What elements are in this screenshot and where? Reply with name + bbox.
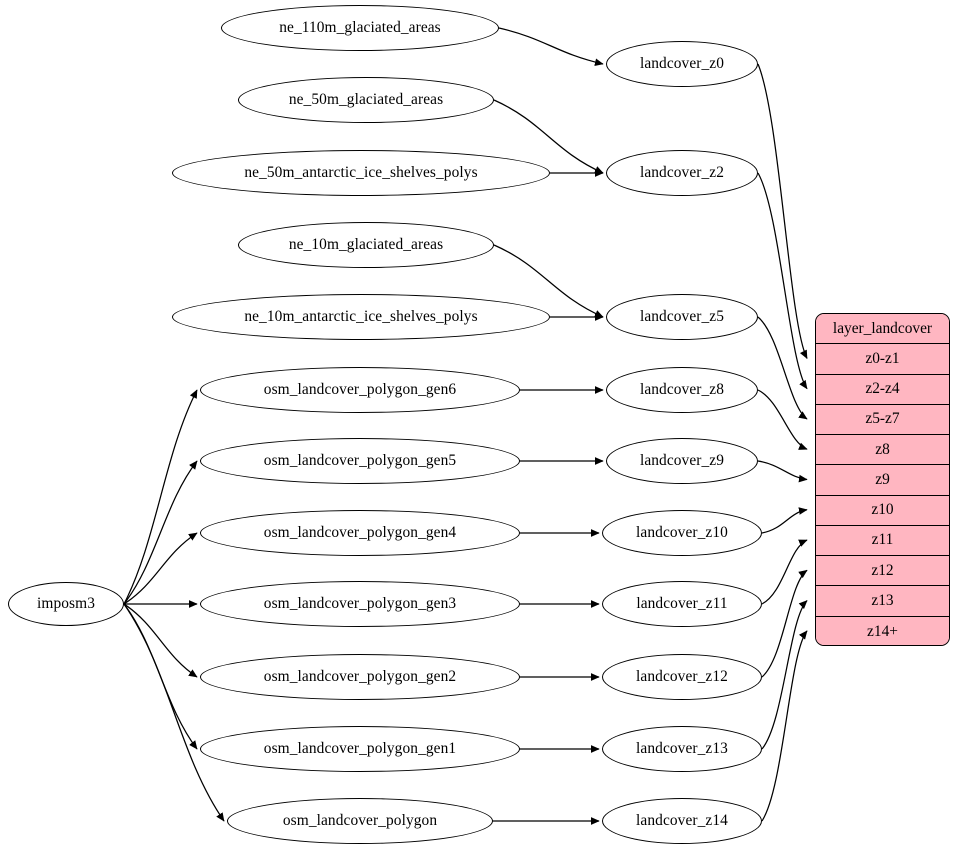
node-osm_landcover_polygon_gen2[interactable]: osm_landcover_polygon_gen2 xyxy=(200,654,520,700)
node-label: landcover_z10 xyxy=(636,524,728,542)
table-row-label: z5-z7 xyxy=(865,410,900,428)
node-label: ne_110m_glaciated_areas xyxy=(279,19,441,37)
table-row-z14+[interactable]: z14+ xyxy=(816,616,949,645)
node-landcover_z8[interactable]: landcover_z8 xyxy=(606,367,758,413)
table-row-z0-z1[interactable]: z0-z1 xyxy=(816,344,949,375)
node-label: ne_50m_glaciated_areas xyxy=(288,91,444,109)
node-label: landcover_z8 xyxy=(639,381,725,399)
edge-imposm3-to-osm_landcover_polygon_gen5 xyxy=(123,460,198,605)
edge-landcover_z8-to-z8 xyxy=(757,389,808,450)
table-header-row: layer_landcover xyxy=(816,314,949,345)
node-landcover_z5[interactable]: landcover_z5 xyxy=(606,294,758,340)
node-ne_50m_antarctic_ice_shelves_polys[interactable]: ne_50m_antarctic_ice_shelves_polys xyxy=(172,150,550,196)
edge-landcover_z11-to-z11 xyxy=(761,539,808,605)
edge-landcover_z9-to-z9 xyxy=(757,460,808,483)
table-row-z12[interactable]: z12 xyxy=(816,556,949,587)
node-label: osm_landcover_polygon_gen3 xyxy=(263,595,457,613)
edge-landcover_z10-to-z10 xyxy=(761,507,808,534)
node-label: imposm3 xyxy=(37,595,95,613)
node-landcover_z0[interactable]: landcover_z0 xyxy=(606,41,758,87)
edge-landcover_z14-to-z14+ xyxy=(761,630,808,822)
node-label: osm_landcover_polygon_gen2 xyxy=(263,668,457,686)
table-row-label: z8 xyxy=(875,440,890,458)
node-label: landcover_z5 xyxy=(639,308,725,326)
table-row-z11[interactable]: z11 xyxy=(816,525,949,557)
node-osm_landcover_polygon_gen3[interactable]: osm_landcover_polygon_gen3 xyxy=(200,581,520,627)
edge-landcover_z5-to-z5-z7 xyxy=(757,316,808,420)
table-row-label: z0-z1 xyxy=(865,349,900,367)
table-row-label: z10 xyxy=(871,501,894,519)
table-row-label: z2-z4 xyxy=(865,380,900,398)
edge-landcover_z13-to-z13 xyxy=(761,600,808,750)
node-ne_110m_glaciated_areas[interactable]: ne_110m_glaciated_areas xyxy=(221,5,499,51)
table-row-z9[interactable]: z9 xyxy=(816,465,949,496)
node-landcover_z13[interactable]: landcover_z13 xyxy=(602,726,762,772)
edge-landcover_z12-to-z12 xyxy=(761,569,808,678)
edge-ne_110m_glaciated_areas-to-landcover_z0 xyxy=(498,27,604,66)
node-label: osm_landcover_polygon xyxy=(282,812,438,830)
node-landcover_z2[interactable]: landcover_z2 xyxy=(606,150,758,196)
edge-paths xyxy=(123,27,808,825)
node-label: osm_landcover_polygon_gen1 xyxy=(263,740,457,758)
node-landcover_z11[interactable]: landcover_z11 xyxy=(602,581,762,627)
edge-ne_10m_glaciated_areas-to-landcover_z5 xyxy=(493,244,604,318)
node-landcover_z14[interactable]: landcover_z14 xyxy=(602,798,762,844)
table-row-label: z9 xyxy=(875,470,890,488)
edge-imposm3-to-osm_landcover_polygon_gen4 xyxy=(123,532,198,605)
table-row-label: z13 xyxy=(871,592,894,610)
node-osm_landcover_polygon_gen6[interactable]: osm_landcover_polygon_gen6 xyxy=(200,367,520,413)
node-osm_landcover_polygon_gen4[interactable]: osm_landcover_polygon_gen4 xyxy=(200,510,520,556)
node-imposm3[interactable]: imposm3 xyxy=(8,582,124,626)
node-label: osm_landcover_polygon_gen5 xyxy=(263,452,457,470)
table-row-z2-z4[interactable]: z2-z4 xyxy=(816,374,949,405)
table-header-label: layer_landcover xyxy=(832,319,933,337)
node-label: ne_50m_antarctic_ice_shelves_polys xyxy=(244,164,478,182)
node-label: ne_10m_glaciated_areas xyxy=(288,236,444,254)
node-label: landcover_z14 xyxy=(636,812,728,830)
table-row-z13[interactable]: z13 xyxy=(816,586,949,617)
table-row-z8[interactable]: z8 xyxy=(816,435,949,466)
node-landcover_z10[interactable]: landcover_z10 xyxy=(602,510,762,556)
table-row-label: z12 xyxy=(871,561,894,579)
node-label: landcover_z12 xyxy=(636,668,728,686)
node-landcover_z9[interactable]: landcover_z9 xyxy=(606,438,758,484)
layer-landcover-table[interactable]: layer_landcover z0-z1 z2-z4 z5-z7 z8 z9 z10 z1… xyxy=(815,313,950,646)
node-label: landcover_z13 xyxy=(636,740,728,758)
table-row-label: z11 xyxy=(871,531,894,549)
node-label: osm_landcover_polygon_gen4 xyxy=(263,524,457,542)
node-osm_landcover_polygon_gen5[interactable]: osm_landcover_polygon_gen5 xyxy=(200,438,520,484)
node-ne_10m_antarctic_ice_shelves_polys[interactable]: ne_10m_antarctic_ice_shelves_polys xyxy=(172,294,550,340)
table-row-label: z14+ xyxy=(867,622,898,640)
edge-landcover_z0-to-z0-z1 xyxy=(757,63,808,360)
edge-imposm3-to-osm_landcover_polygon_gen2 xyxy=(123,603,198,678)
node-label: landcover_z11 xyxy=(636,595,728,613)
node-osm_landcover_polygon[interactable]: osm_landcover_polygon xyxy=(227,798,493,844)
node-label: osm_landcover_polygon_gen6 xyxy=(263,381,457,399)
node-ne_10m_glaciated_areas[interactable]: ne_10m_glaciated_areas xyxy=(238,222,494,268)
node-label: ne_10m_antarctic_ice_shelves_polys xyxy=(244,308,478,326)
node-label: landcover_z2 xyxy=(639,164,725,182)
edge-imposm3-to-osm_landcover_polygon xyxy=(123,603,225,822)
node-label: landcover_z9 xyxy=(639,452,725,470)
table-row-z10[interactable]: z10 xyxy=(816,495,949,526)
edge-imposm3-to-osm_landcover_polygon_gen6 xyxy=(123,389,198,605)
node-ne_50m_glaciated_areas[interactable]: ne_50m_glaciated_areas xyxy=(238,77,494,123)
node-osm_landcover_polygon_gen1[interactable]: osm_landcover_polygon_gen1 xyxy=(200,726,520,772)
node-landcover_z12[interactable]: landcover_z12 xyxy=(602,654,762,700)
edge-ne_50m_glaciated_areas-to-landcover_z2 xyxy=(493,99,604,174)
node-label: landcover_z0 xyxy=(639,55,725,73)
edge-landcover_z2-to-z2-z4 xyxy=(757,172,808,390)
table-row-z5-z7[interactable]: z5-z7 xyxy=(816,404,949,436)
